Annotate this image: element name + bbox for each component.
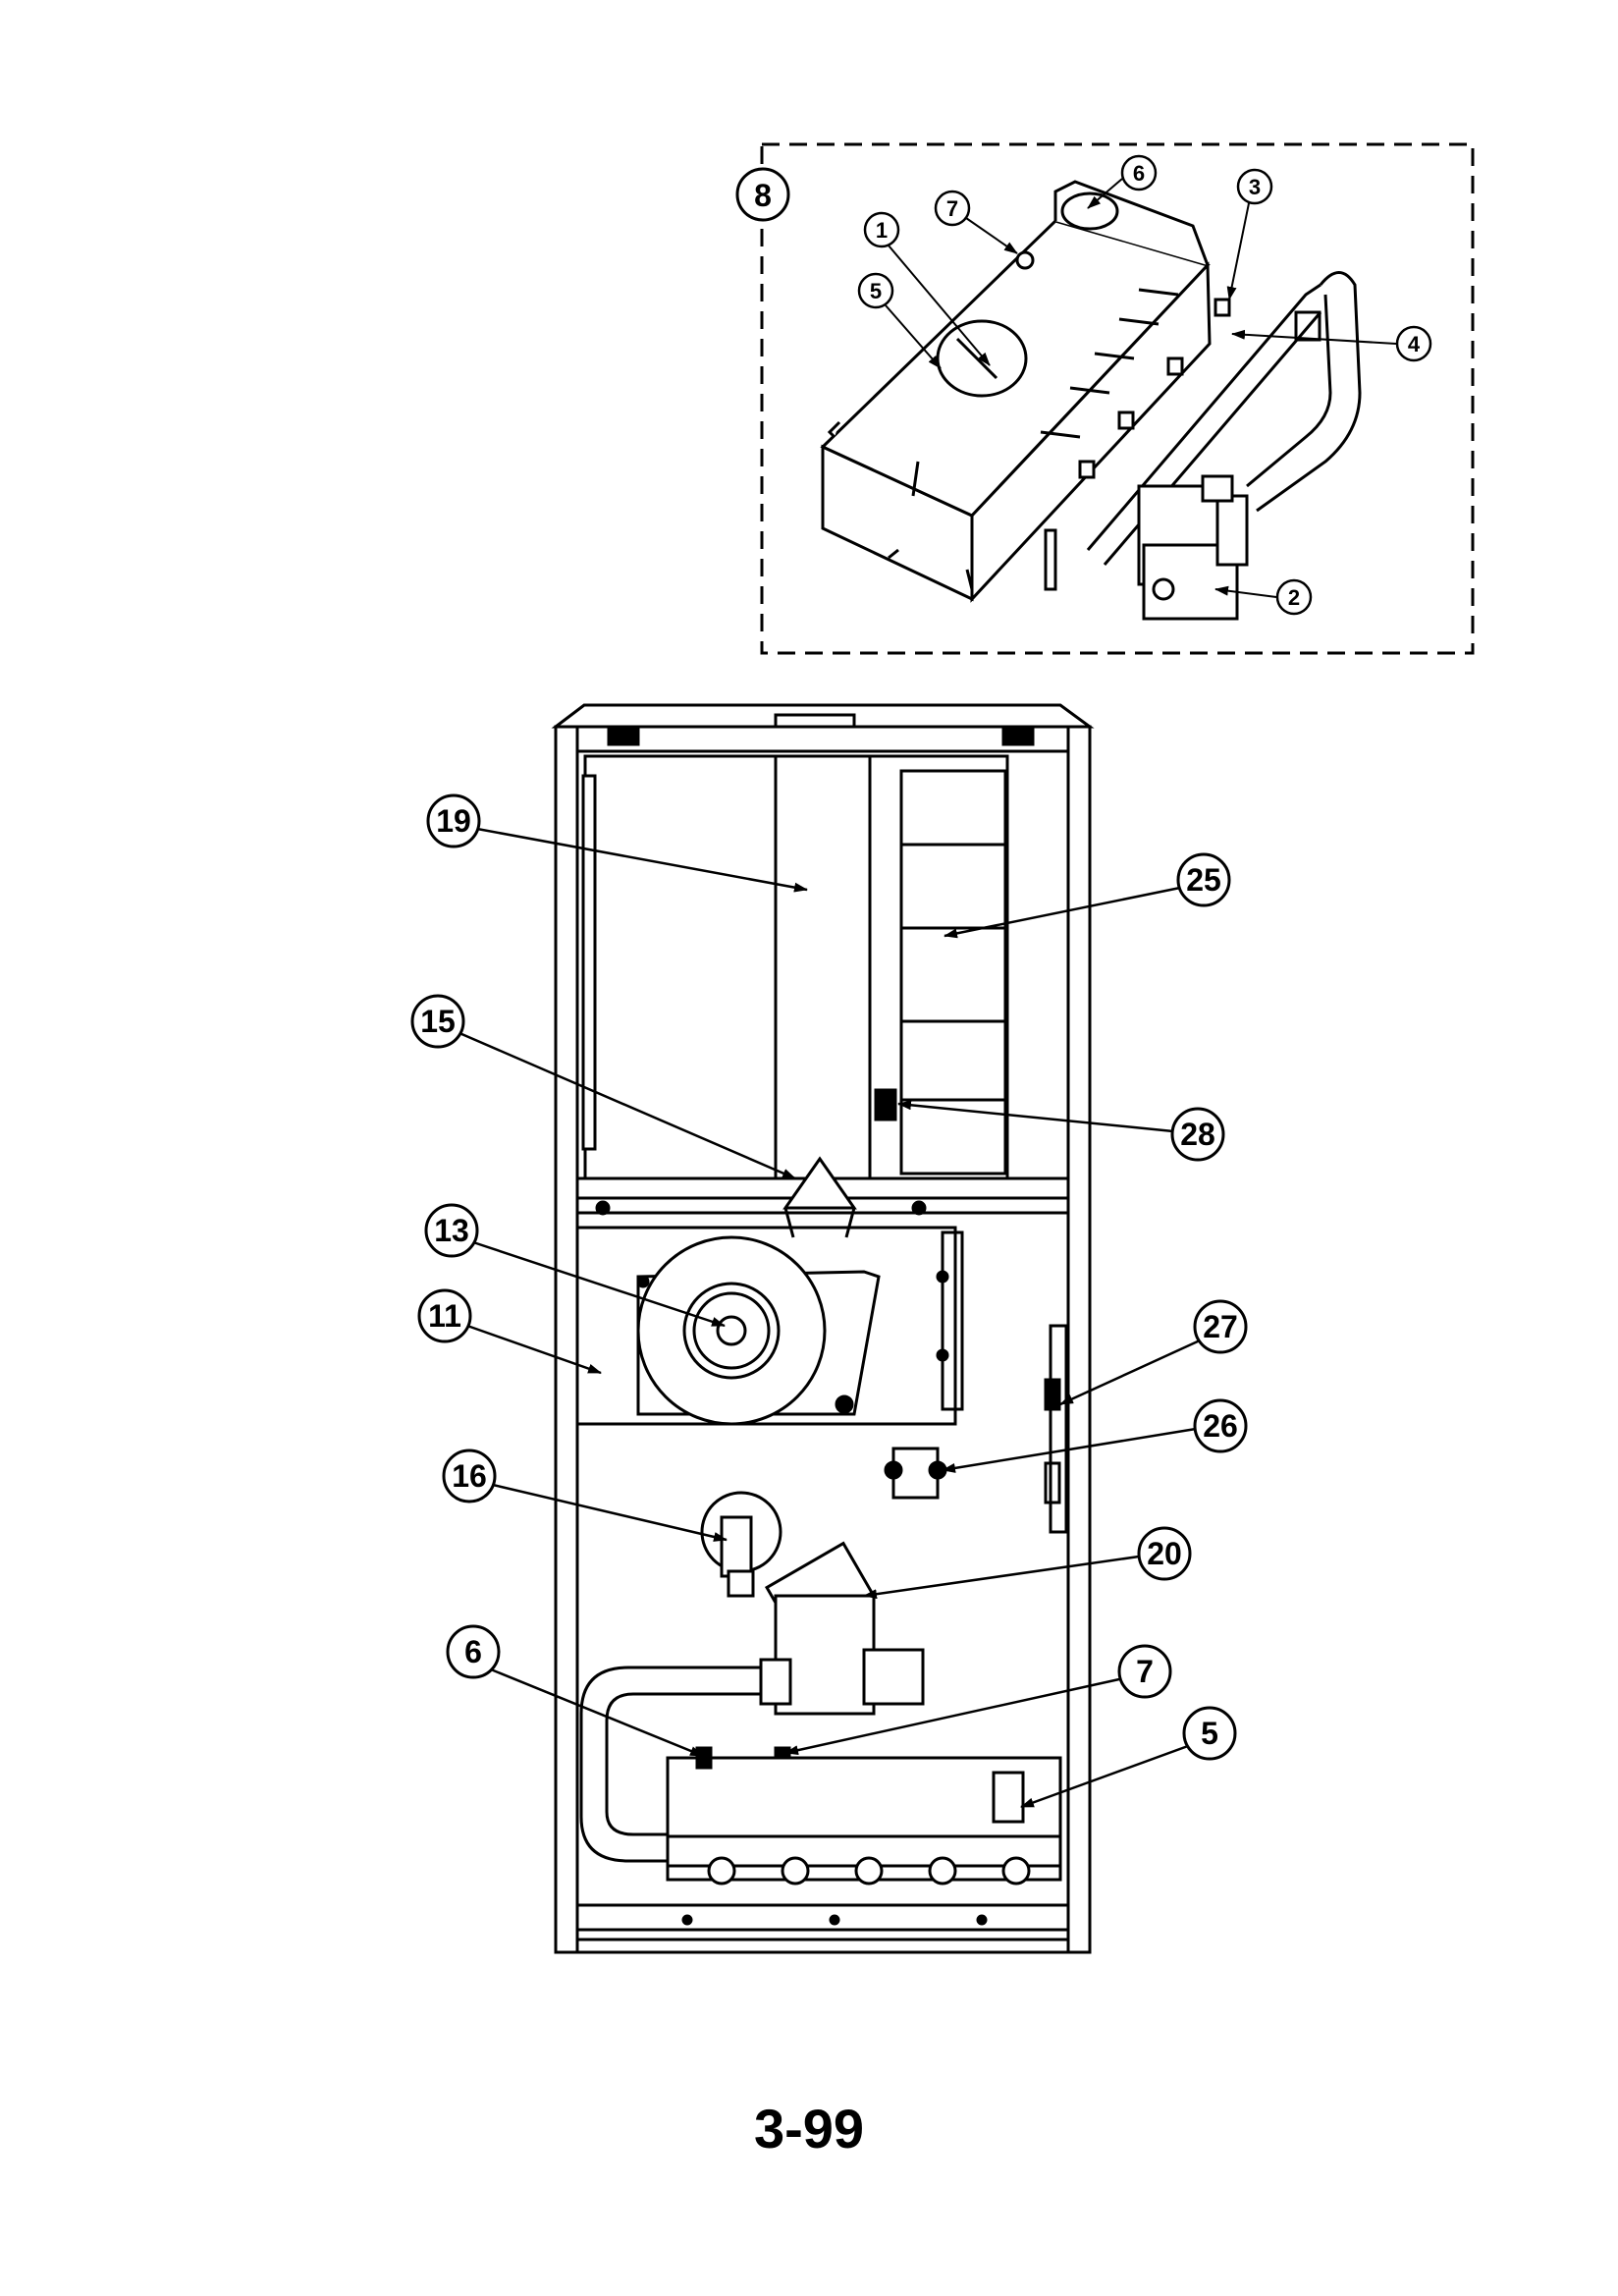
inset-callout-7: 7 [934, 190, 1018, 254]
callout-11: 11 [417, 1288, 602, 1375]
svg-text:28: 28 [1180, 1117, 1215, 1152]
svg-text:25: 25 [1186, 862, 1221, 898]
pressure-switch [874, 1088, 897, 1121]
callout-26: 26 [942, 1398, 1248, 1473]
callout-20: 20 [863, 1526, 1192, 1600]
vent-flue [774, 754, 872, 1180]
inset-gas-valve [1137, 474, 1249, 621]
callout-27: 27 [1059, 1299, 1248, 1406]
svg-text:27: 27 [1203, 1309, 1238, 1344]
gas-supply-pipe [579, 1666, 761, 1863]
svg-text:16: 16 [452, 1458, 487, 1494]
svg-text:11: 11 [428, 1298, 461, 1334]
svg-text:5: 5 [870, 279, 882, 303]
flame-sensor [992, 1771, 1025, 1824]
svg-text:19: 19 [436, 803, 471, 839]
callout-28: 28 [897, 1100, 1225, 1162]
inset-label-8: 8 [735, 167, 790, 222]
inset-callout-6: 6 [1087, 154, 1158, 209]
page-number: 3-99 [753, 2098, 865, 2159]
inset-callouts: 8 1 2 3 4 [735, 154, 1432, 616]
callout-25: 25 [944, 852, 1231, 939]
callout-7: 7 [784, 1644, 1172, 1756]
svg-text:15: 15 [420, 1004, 456, 1039]
svg-text:6: 6 [464, 1634, 482, 1669]
inset-callout-1: 1 [863, 211, 991, 366]
flue-transition [782, 1156, 857, 1210]
callout-13: 13 [424, 1203, 726, 1328]
inset-callout-2: 2 [1214, 578, 1313, 616]
svg-text:26: 26 [1203, 1408, 1238, 1444]
svg-text:7: 7 [1136, 1654, 1154, 1689]
control-module [1049, 1324, 1068, 1534]
heat-exchanger-panel [583, 754, 778, 1180]
svg-text:1: 1 [876, 218, 888, 243]
inset-burner-box [820, 180, 1231, 603]
svg-text:20: 20 [1147, 1536, 1182, 1571]
main-callouts: 19 25 15 28 13 11 [410, 793, 1248, 1809]
svg-text:4: 4 [1408, 332, 1421, 356]
cabinet-left-rail [554, 725, 579, 1954]
svg-text:7: 7 [946, 196, 958, 221]
svg-text:13: 13 [434, 1213, 469, 1248]
callout-6: 6 [446, 1624, 704, 1758]
inset-callout-5: 5 [857, 272, 942, 369]
callout-15: 15 [410, 994, 796, 1180]
svg-text:3: 3 [1249, 175, 1261, 199]
burner-ports [707, 1856, 1031, 1886]
inset-dashed-border [760, 142, 1475, 655]
inset-burner-assembly: 8 1 2 3 4 [735, 142, 1475, 655]
furnace-cabinet [551, 703, 1095, 1954]
svg-text:5: 5 [1201, 1716, 1218, 1751]
svg-text:6: 6 [1133, 161, 1145, 186]
inset-callout-3: 3 [1226, 168, 1273, 301]
inset-callout-4: 4 [1231, 325, 1432, 362]
cabinet-right-rail [1066, 725, 1092, 1954]
svg-text:2: 2 [1288, 585, 1300, 610]
callout-19: 16 [442, 1449, 728, 1542]
callout-16: 19 [426, 793, 808, 893]
callout-5: 5 [1020, 1706, 1237, 1809]
svg-text:8: 8 [754, 178, 772, 213]
inducer-motor [692, 1291, 771, 1370]
